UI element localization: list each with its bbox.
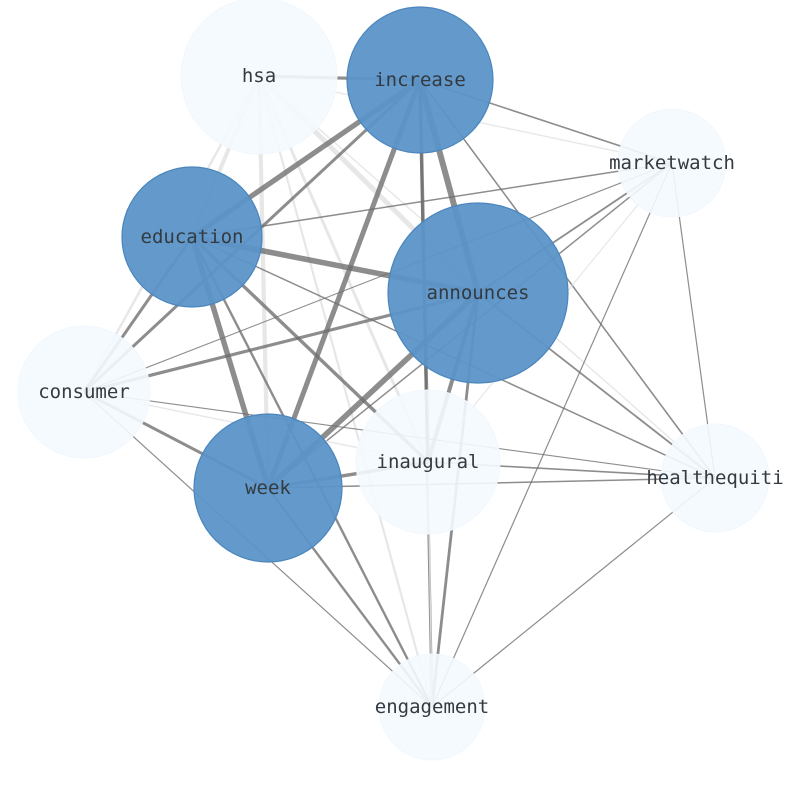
graph-edge [191, 162, 673, 238]
graph-node-consumer[interactable] [17, 325, 151, 459]
graph-node-week[interactable] [193, 413, 343, 563]
graph-node-education[interactable] [121, 166, 263, 308]
graph-node-inaugural[interactable] [355, 389, 501, 535]
graph-node-hsa[interactable] [180, 0, 338, 155]
graph-edge [431, 477, 716, 708]
node-layer [17, 0, 770, 761]
graph-edge [257, 75, 434, 708]
graph-node-increase[interactable] [346, 6, 494, 154]
graph-edge [83, 162, 673, 393]
graph-node-announces[interactable] [387, 202, 569, 384]
graph-node-marketwatch[interactable] [617, 108, 727, 218]
graph-node-engagement[interactable] [378, 653, 486, 761]
graph-edge [431, 162, 673, 708]
graph-node-healthequiti[interactable] [660, 423, 770, 533]
